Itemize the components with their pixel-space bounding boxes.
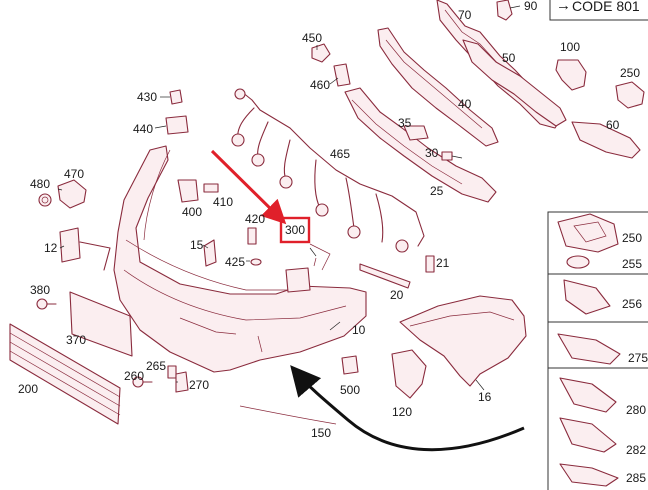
- black-curved-arrow: [290, 365, 525, 452]
- leader-lines: [57, 45, 485, 391]
- part-300-bracket: [285, 243, 331, 293]
- part-480-ring: [38, 193, 52, 207]
- label-430: 430: [137, 90, 157, 104]
- part-16-support: [399, 295, 527, 387]
- part-256-grille: [563, 279, 611, 315]
- part-285: [559, 463, 619, 487]
- part-labels: 70 90 50 100 250 450 460 40 60 430 440 3…: [18, 0, 648, 485]
- label-480: 480: [30, 177, 50, 191]
- label-380: 380: [30, 283, 50, 297]
- label-120: 120: [392, 405, 412, 419]
- part-30: [441, 151, 463, 161]
- part-250-top: [615, 81, 645, 109]
- label-35: 35: [398, 116, 412, 130]
- part-500: [341, 355, 359, 375]
- label-500: 500: [340, 383, 360, 397]
- label-100: 100: [560, 40, 580, 54]
- label-460: 460: [310, 78, 330, 92]
- part-90: [496, 0, 521, 21]
- label-410: 410: [213, 195, 233, 209]
- label-25: 25: [430, 184, 444, 198]
- part-10-bumper-cover: [113, 145, 367, 373]
- part-35: [403, 125, 429, 141]
- part-465-wiring-harness: [231, 88, 425, 253]
- label-12: 12: [44, 241, 58, 255]
- part-380: [36, 298, 57, 310]
- label-200: 200: [18, 382, 38, 396]
- label-282: 282: [626, 443, 646, 457]
- svg-text:→: →: [556, 0, 571, 14]
- label-150: 150: [311, 426, 331, 440]
- part-430: [169, 89, 183, 105]
- part-420: [247, 227, 257, 245]
- label-265: 265: [146, 359, 166, 373]
- part-40: [377, 27, 499, 147]
- part-15: [203, 239, 217, 267]
- label-20: 20: [390, 288, 404, 302]
- part-270: [175, 371, 189, 393]
- label-425: 425: [225, 255, 245, 269]
- label-465: 465: [330, 147, 350, 161]
- label-270: 270: [189, 378, 209, 392]
- part-255: [566, 255, 590, 269]
- label-255: 255: [622, 257, 642, 271]
- part-20-strip: [359, 263, 411, 289]
- part-410: [203, 183, 219, 193]
- part-282: [559, 417, 617, 453]
- label-21: 21: [436, 256, 450, 270]
- part-280: [559, 377, 617, 413]
- part-260: [132, 376, 153, 388]
- label-275: 275: [628, 351, 648, 365]
- highlight-box-300: [279, 216, 311, 244]
- part-25: [344, 87, 497, 203]
- part-400: [177, 179, 199, 203]
- label-450: 450: [302, 31, 322, 45]
- side-panel: [547, 211, 648, 490]
- label-90: 90: [524, 0, 538, 13]
- part-200-grille: [9, 323, 121, 425]
- label-60: 60: [606, 118, 620, 132]
- label-440: 440: [133, 122, 153, 136]
- label-400: 400: [182, 205, 202, 219]
- label-30: 30: [425, 146, 439, 160]
- label-420: 420: [245, 212, 265, 226]
- label-15: 15: [190, 238, 204, 252]
- part-450: [311, 43, 331, 63]
- part-50: [462, 39, 567, 127]
- label-40: 40: [458, 97, 472, 111]
- label-70: 70: [458, 8, 472, 22]
- label-16: 16: [478, 390, 492, 404]
- part-250-cover: [557, 213, 619, 253]
- part-265: [167, 365, 177, 379]
- part-460: [333, 63, 351, 87]
- part-21: [425, 255, 435, 273]
- label-250: 250: [622, 231, 642, 245]
- label-300: 300: [285, 223, 305, 237]
- code-label: CODE 801: [572, 0, 640, 14]
- part-100: [555, 59, 587, 91]
- part-120: [391, 349, 427, 399]
- label-285: 285: [626, 471, 646, 485]
- part-60: [571, 121, 641, 159]
- code-reference-box: → CODE 801: [549, 0, 648, 21]
- label-370: 370: [66, 333, 86, 347]
- part-470-sensor: [57, 179, 87, 209]
- part-275: [557, 333, 621, 365]
- label-250-top: 250: [620, 66, 640, 80]
- label-470: 470: [64, 167, 84, 181]
- label-256: 256: [622, 297, 642, 311]
- label-280: 280: [626, 403, 646, 417]
- part-12: [59, 227, 111, 271]
- part-440: [165, 115, 189, 135]
- label-50: 50: [502, 51, 516, 65]
- label-10: 10: [352, 323, 366, 337]
- label-260: 260: [124, 369, 144, 383]
- part-370: [69, 291, 133, 357]
- part-150-strip: [239, 405, 337, 425]
- red-arrow: [210, 149, 287, 225]
- part-425: [250, 258, 262, 266]
